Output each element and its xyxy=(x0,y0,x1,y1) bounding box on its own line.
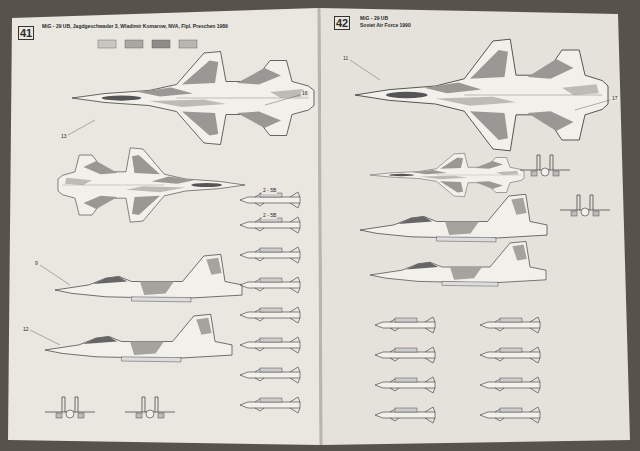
callout-number: 12 xyxy=(22,327,30,333)
callout-number: 2 - 5B xyxy=(262,188,277,194)
callout-number: 9 xyxy=(34,261,39,267)
page-number: 41 xyxy=(18,26,34,40)
callout-number: 16 xyxy=(301,91,309,97)
sheet-subheading: Soviet Air Force 1990 xyxy=(360,23,411,29)
page-number: 42 xyxy=(334,16,350,30)
callout-number: 2 - 5B xyxy=(262,213,277,219)
callout-number: 11 xyxy=(342,56,349,62)
callout-number: 13 xyxy=(60,134,68,140)
callout-number: 17 xyxy=(611,96,619,102)
sheet-heading: MiG - 29 UB, Jagdgeschwader 3, Wladimir … xyxy=(42,24,228,30)
sheet-heading: MiG - 29 UB xyxy=(360,16,388,22)
